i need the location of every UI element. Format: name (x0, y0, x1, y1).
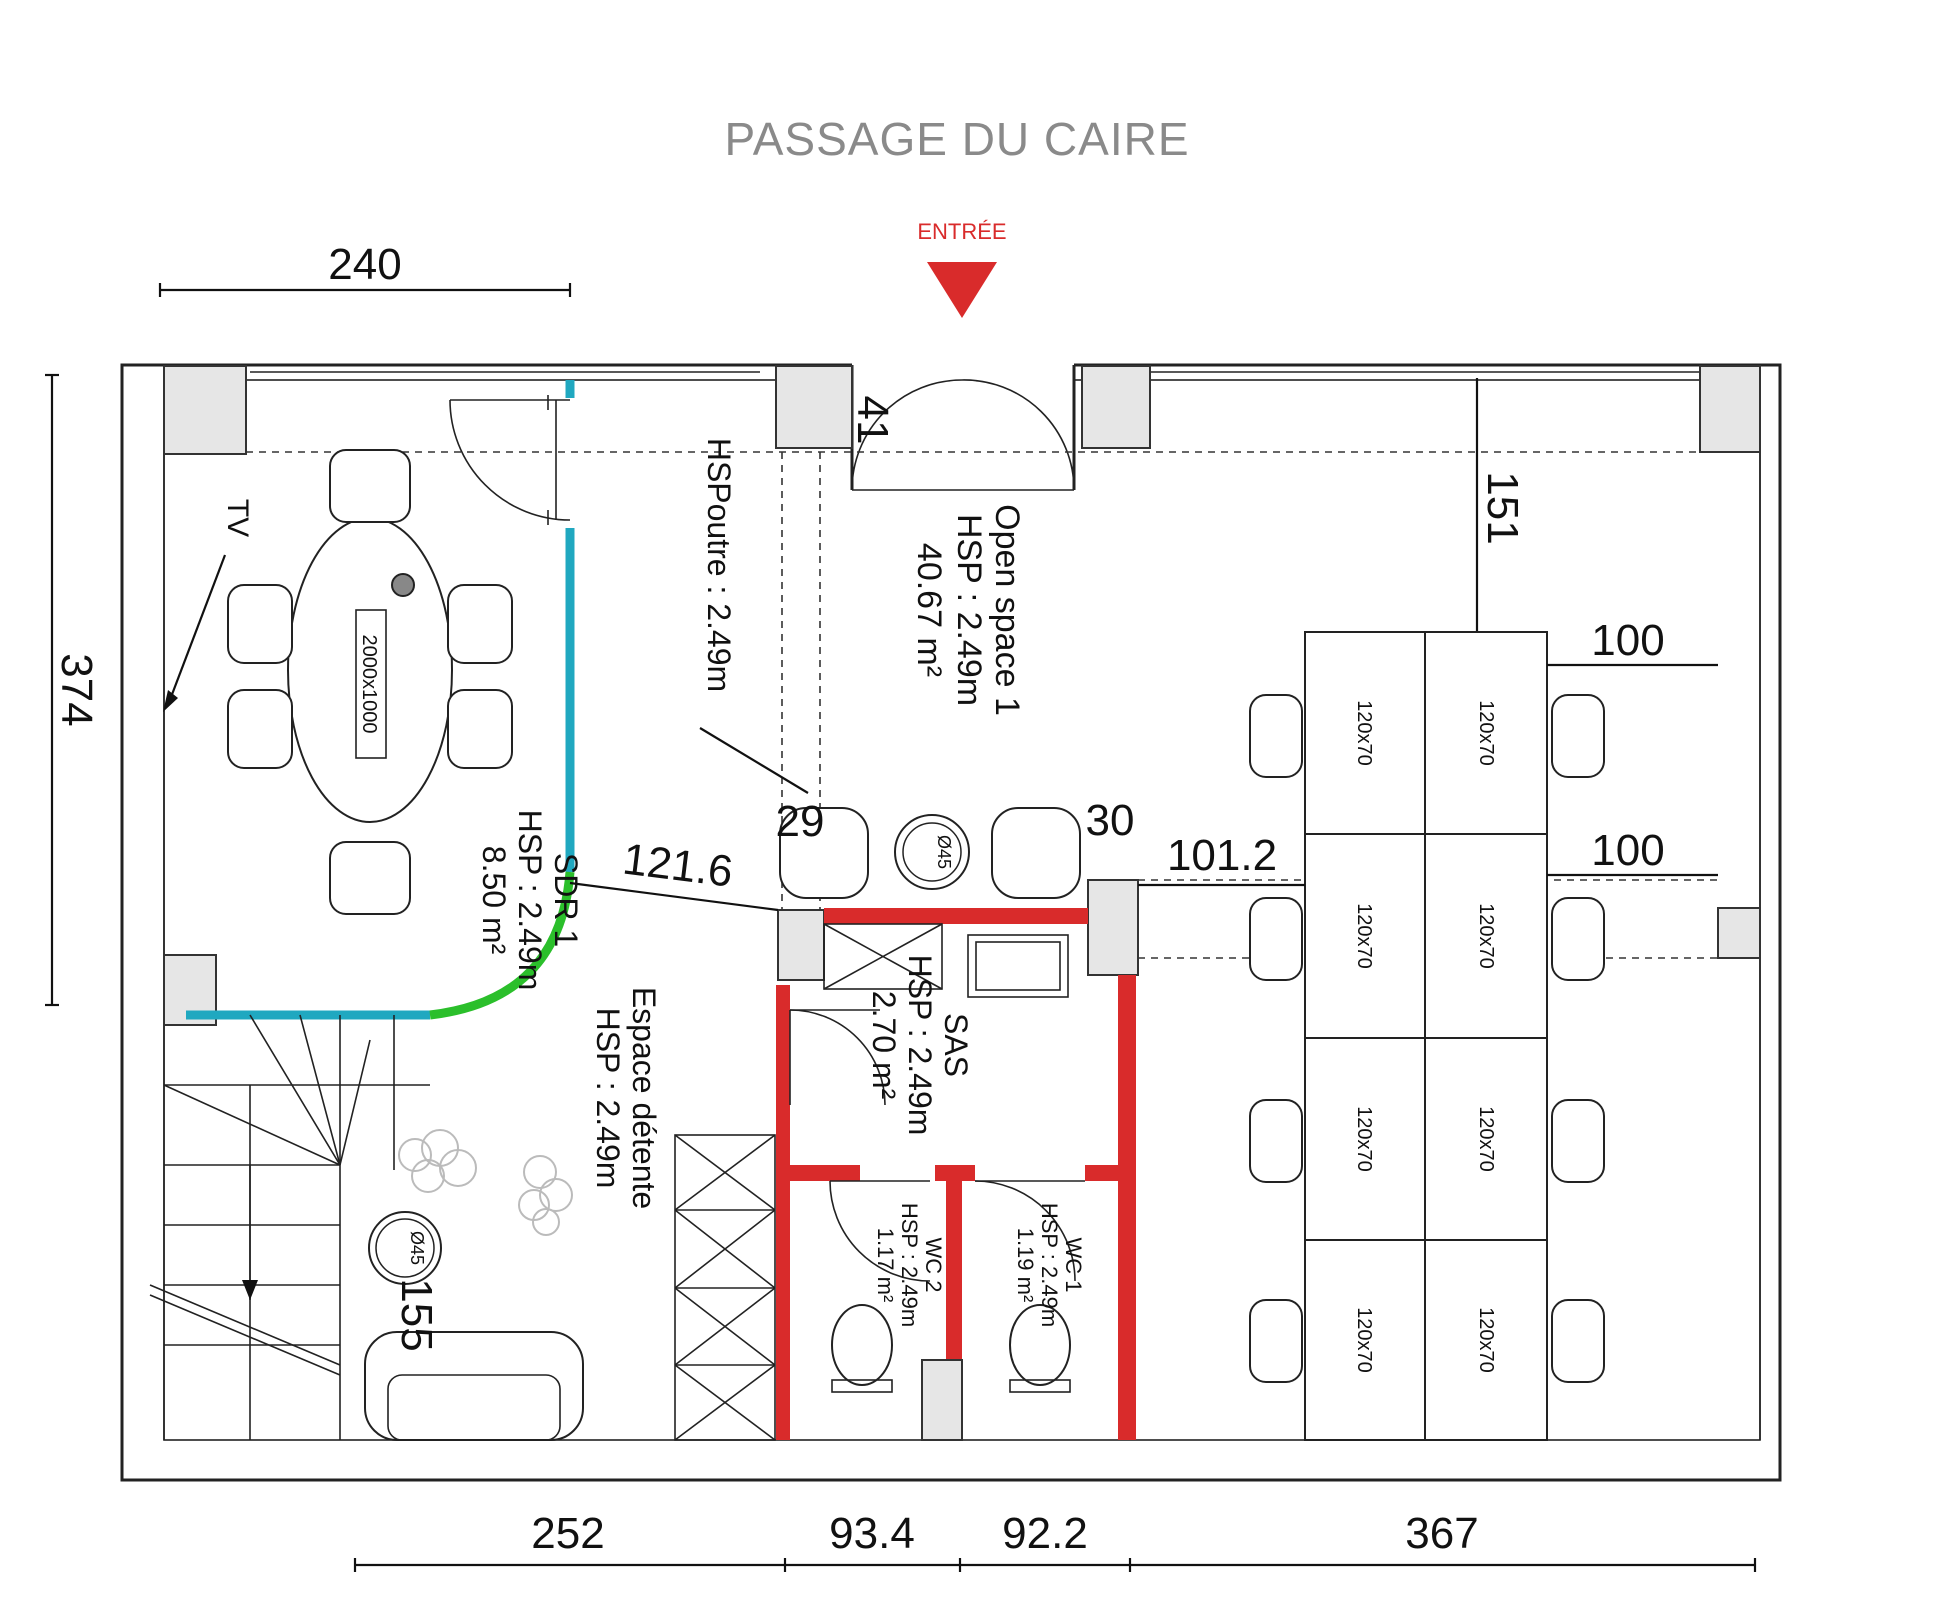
sdr-label: SDR 1 HSP : 2.49m 8.50 m² (476, 810, 584, 991)
detente-name: Espace détente (626, 987, 662, 1209)
pillar (1081, 365, 1151, 449)
phone-icon (391, 573, 415, 597)
pillar (775, 365, 853, 449)
dim-41: 41 (848, 396, 897, 445)
tv-label: TV (221, 499, 254, 537)
dim-121: 121.6 (620, 835, 735, 897)
open-space-label: Open space 1 HSP : 2.49m 40.67 m² (910, 504, 1026, 716)
dim-bottom: 252 93.4 92.2 367 (353, 1509, 1757, 1572)
plant-icon (518, 1155, 573, 1236)
sdr-area: 8.50 m² (476, 846, 512, 955)
open-space-hsp: HSP : 2.49m (950, 514, 988, 706)
sas-name: SAS (938, 1013, 974, 1077)
desk-label: 120x70 (1475, 1106, 1497, 1172)
dim-bottom-label: 92.2 (1002, 1509, 1088, 1558)
wc1-hsp: HSP : 2.49m (1037, 1203, 1062, 1327)
sas-hsp: HSP : 2.49m (902, 955, 938, 1136)
wc1-name: WC 1 (1061, 1238, 1086, 1293)
dim-top-left-label: 240 (328, 240, 401, 289)
office-chairs (1249, 694, 1605, 1383)
dim-151: 151 (1478, 471, 1527, 544)
pillar (1699, 365, 1761, 453)
sas-label: SAS HSP : 2.49m 2.70 m² (866, 955, 974, 1136)
open-space-name: Open space 1 (988, 504, 1026, 716)
meeting-table: 2000x1000 (287, 517, 453, 823)
staircase (149, 1014, 430, 1440)
wc1-area: 1.19 m² (1013, 1228, 1038, 1303)
detente-label: Espace détente HSP : 2.49m (590, 987, 662, 1209)
lounge-round-table: Ø45 (368, 1211, 442, 1285)
desk-label: 120x70 (1475, 1307, 1497, 1373)
desk-block (1304, 631, 1548, 1441)
sas-cabinet (823, 923, 943, 990)
entrance-arrow-icon (927, 262, 997, 318)
sanitary-walls (776, 908, 1136, 1440)
hspoutre-label: HSPoutre : 2.49m (701, 438, 737, 692)
pillar (163, 365, 247, 455)
desk-label: 120x70 (1353, 700, 1375, 766)
wc2-label: WC 2 HSP : 2.49m 1.17 m² (873, 1203, 946, 1327)
entrance-door[interactable] (851, 379, 1075, 491)
wc1-label: WC 1 HSP : 2.49m 1.19 m² (1013, 1203, 1086, 1327)
dim-30: 30 (1086, 796, 1135, 845)
dim-100-a: 100 (1591, 616, 1664, 665)
desk-label: 120x70 (1353, 903, 1375, 969)
dim-155: 155 (392, 1278, 441, 1351)
wc1-toilet (1009, 1304, 1071, 1393)
sofa (364, 1331, 584, 1441)
dim-bottom-label: 367 (1405, 1509, 1478, 1558)
table-size-label: 2000x1000 (358, 635, 380, 734)
desk-label: 120x70 (1353, 1106, 1375, 1172)
wc2-area: 1.17 m² (873, 1228, 898, 1303)
open-space-area: 40.67 m² (910, 543, 948, 677)
pillar (1717, 907, 1761, 959)
desk-label: 120x70 (1475, 903, 1497, 969)
lounge-round-label: Ø45 (407, 1231, 427, 1265)
detente-hsp: HSP : 2.49m (590, 1008, 626, 1189)
sas-area: 2.70 m² (866, 991, 902, 1100)
dim-101: 101.2 (1167, 831, 1277, 880)
dim-bottom-label: 93.4 (829, 1509, 915, 1558)
street-title: PASSAGE DU CAIRE (724, 113, 1189, 165)
sdr-hsp: HSP : 2.49m (512, 810, 548, 991)
round-table-label: Ø45 (934, 835, 954, 869)
sas-door[interactable] (789, 1009, 886, 1106)
dim-bottom-label: 252 (531, 1509, 604, 1558)
pillar (777, 909, 825, 981)
wc2-toilet (831, 1304, 893, 1393)
dim-29: 29 (776, 797, 825, 846)
sink (967, 934, 1069, 998)
wc2-hsp: HSP : 2.49m (897, 1203, 922, 1327)
entrance-marker: ENTRÉE (917, 219, 1007, 318)
dim-left-side: 374 (45, 373, 101, 1007)
pillar (1087, 879, 1139, 976)
entrance-label: ENTRÉE (917, 219, 1006, 244)
dim-left-side-label: 374 (52, 653, 101, 726)
pillar (921, 1359, 963, 1441)
wc1-door[interactable] (974, 1180, 1085, 1282)
lounge-chairs: Ø45 (779, 807, 1081, 899)
meeting-chairs (227, 449, 513, 915)
meeting-room-door[interactable] (449, 395, 571, 525)
wc2-door[interactable] (829, 1180, 931, 1282)
plant-icon (398, 1129, 477, 1193)
desk-label: 120x70 (1353, 1307, 1375, 1373)
storage-shelves (674, 1134, 776, 1441)
dim-top-left: 240 (158, 240, 572, 297)
desk-label: 120x70 (1475, 700, 1497, 766)
desk-labels: 120x70 120x70 120x70 120x70 120x70 120x7… (1353, 700, 1497, 1373)
sdr-name: SDR 1 (548, 853, 584, 947)
dim-100-b: 100 (1591, 826, 1664, 875)
wc2-name: WC 2 (921, 1238, 946, 1293)
curved-partition (429, 871, 575, 1020)
